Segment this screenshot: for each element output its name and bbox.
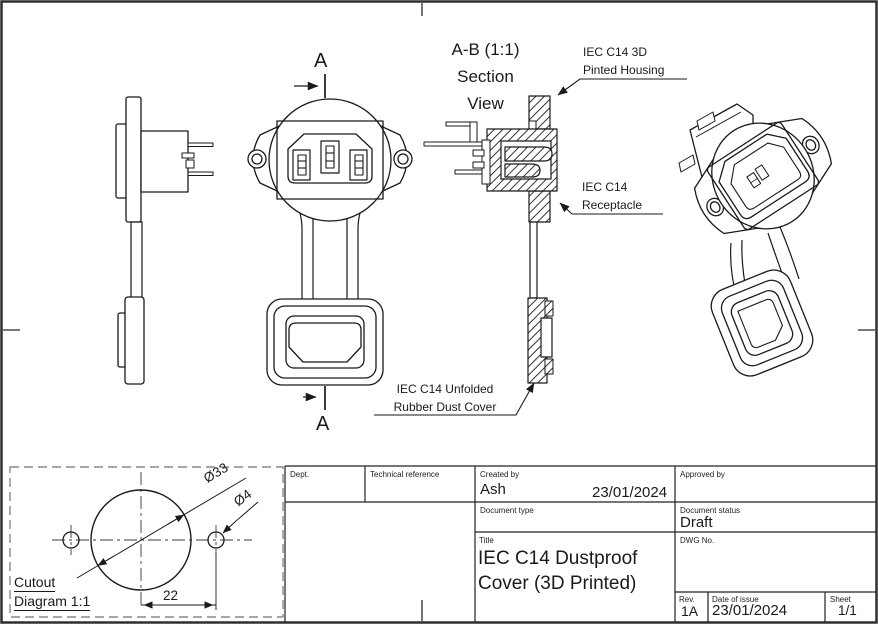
section-marker-bottom: A <box>316 413 330 435</box>
title-label: Title <box>479 536 494 545</box>
front-strap <box>299 212 361 300</box>
cutout-circles <box>62 489 225 591</box>
document-status-value: Draft <box>680 514 713 531</box>
receptacle-callout-line1: IEC C14 <box>582 180 628 194</box>
section-pin-stub <box>445 121 473 127</box>
document-type-label: Document type <box>480 506 534 515</box>
section-view <box>423 95 558 384</box>
created-date-value: 23/01/2024 <box>592 484 668 501</box>
side-pin-bottom <box>187 171 214 176</box>
dwg-no-label: DWG No. <box>680 536 715 545</box>
drawing-title-line1: IEC C14 Dustproof <box>478 548 638 569</box>
section-strap <box>529 221 538 299</box>
cutout-hole-right <box>207 531 225 549</box>
cutout-dimensions <box>76 477 259 610</box>
section-view-title-line3: View <box>467 94 504 113</box>
front-face-plate <box>276 120 384 200</box>
cutout-dashed-border <box>9 466 284 618</box>
section-cover-tab-bottom <box>544 358 554 375</box>
section-cover-lip <box>540 317 553 358</box>
iso-housing-edge <box>695 111 742 138</box>
side-strap <box>130 221 143 299</box>
dust-cover-callout-line1: IEC C14 Unfolded <box>396 382 494 396</box>
drawing-title: IEC C14 Dustproof Cover (3D Printed) <box>478 546 637 596</box>
housing-callout-line2: Pinted Housing <box>583 63 665 77</box>
section-pin-step-b <box>472 161 485 169</box>
date-of-issue-label: Date of issue <box>712 595 759 604</box>
front-socket-slots <box>292 140 368 181</box>
side-pin-middle <box>181 152 195 159</box>
front-hole-right-inner <box>397 153 409 165</box>
section-view-title-line1: A-B (1:1) <box>451 40 520 59</box>
dept-label: Dept. <box>290 470 310 479</box>
front-dust-cover <box>266 298 384 386</box>
section-view-title-line2: Section <box>457 67 514 86</box>
cutout-label-text2: Diagram 1:1 <box>14 593 91 611</box>
front-hole-left-inner <box>251 153 263 165</box>
created-by-value: Ash <box>480 481 506 498</box>
date-of-issue-value: 23/01/2024 <box>712 602 788 619</box>
dust-cover-leader <box>374 382 535 416</box>
front-view <box>247 98 413 386</box>
cutout-label-line1: Cutout <box>14 574 56 592</box>
cutout-hole-left <box>62 531 80 549</box>
section-cover-tab-top <box>544 300 554 317</box>
dust-cover-callout-line2: Rubber Dust Cover <box>393 399 497 414</box>
section-pin-top <box>423 141 488 147</box>
section-line-marks <box>294 74 326 410</box>
technical-reference-label: Technical reference <box>370 470 440 479</box>
side-cover-block <box>124 296 145 385</box>
side-plate <box>125 96 142 223</box>
housing-callout: IEC C14 3D Pinted Housing <box>583 43 664 79</box>
section-marker-top: A <box>314 50 328 72</box>
title-block-grid <box>284 465 876 622</box>
created-by-label: Created by <box>480 470 520 479</box>
sheet-label: Sheet <box>830 595 851 604</box>
cutout-diagram <box>9 466 284 618</box>
section-contact-upper <box>504 146 553 162</box>
cutout-label-text1: Cutout <box>14 574 56 592</box>
section-view-title: A-B (1:1) Section View <box>428 36 543 117</box>
receptacle-callout-line2: Receptacle <box>582 198 643 212</box>
section-flange-bottom <box>528 190 551 223</box>
dim-line-d4 <box>235 501 259 522</box>
section-flange-notch <box>528 120 537 130</box>
iso-tab-top <box>696 111 716 131</box>
side-pin-middle-stub <box>185 159 195 169</box>
receptacle-leader <box>559 202 663 215</box>
section-pin-step-a <box>472 149 485 157</box>
callout-leaders <box>374 78 687 416</box>
side-receptacle-body <box>140 130 189 193</box>
receptacle-callout: IEC C14 Receptacle <box>582 178 642 214</box>
iso-flange <box>693 117 833 235</box>
side-view <box>115 96 214 385</box>
iso-view <box>678 103 833 377</box>
approved-by-label: Approved by <box>680 470 725 479</box>
iso-tab-left <box>678 154 696 173</box>
dim-hole-spacing: 22 <box>163 588 179 603</box>
sheet-value: 1/1 <box>838 603 857 618</box>
drawing-title-line2: Cover (3D Printed) <box>478 573 637 594</box>
rev-label: Rev. <box>679 595 695 604</box>
section-contact-lower <box>504 163 541 178</box>
cutout-main-circle <box>90 489 192 591</box>
housing-leader <box>557 78 687 96</box>
iso-dust-cover <box>710 269 814 377</box>
document-status-label: Document status <box>680 506 741 515</box>
rev-value: 1A <box>681 603 699 619</box>
side-pin-top <box>187 142 214 147</box>
dust-cover-callout: IEC C14 Unfolded Rubber Dust Cover <box>371 381 519 416</box>
housing-callout-line1: IEC C14 3D <box>583 45 648 59</box>
cutout-label-line2: Diagram 1:1 <box>14 593 91 611</box>
